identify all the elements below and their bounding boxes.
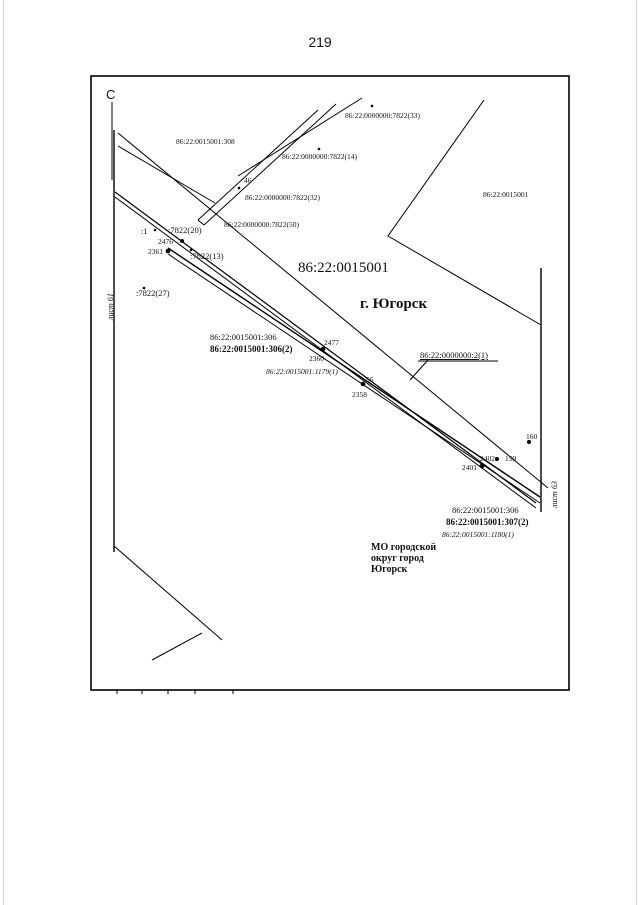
point-label-2361: 2361 bbox=[148, 247, 163, 256]
parcel-label-306-mid: 86:22:0015001:306 bbox=[210, 332, 277, 342]
point-label-159: 159 bbox=[505, 454, 517, 463]
point-label-56: 56 bbox=[366, 375, 374, 384]
page-number: 219 bbox=[308, 34, 332, 50]
point-2358-marker bbox=[360, 381, 366, 387]
parcel-label-colon1: :1 bbox=[141, 226, 148, 236]
road-boundary-lower-b bbox=[114, 196, 537, 509]
city-label: г. Югорск bbox=[360, 296, 428, 312]
road-label-leader bbox=[409, 359, 429, 381]
parcel-dot-14 bbox=[317, 147, 321, 151]
pipeline-line-a bbox=[167, 247, 541, 498]
point-markers bbox=[142, 104, 531, 469]
point-label-2360: 2360 bbox=[309, 354, 324, 363]
parcel-label-7822-27: :7822(27) bbox=[136, 288, 170, 298]
parcel-dot-13 bbox=[189, 248, 193, 252]
lower-left-fragment bbox=[151, 632, 203, 661]
parcel-label-306-low: 86:22:0015001:306 bbox=[452, 505, 519, 515]
road-boundary-upper bbox=[117, 132, 549, 489]
sheet-label-right: лист 63 bbox=[550, 481, 559, 508]
main-quarter-label: 86:22:0015001 bbox=[298, 260, 389, 276]
municipality-line-1: МО городской bbox=[371, 542, 437, 553]
parcel-label-306-2: 86:22:0015001:306(2) bbox=[210, 344, 293, 354]
parcel-dot-33 bbox=[370, 104, 374, 108]
branch-road-c bbox=[237, 97, 363, 177]
parcel-label-7822-13: :7822(13) bbox=[190, 251, 224, 261]
point-label-2476: 2476 bbox=[158, 237, 173, 246]
scan-edge-right bbox=[636, 0, 637, 905]
parcel-label-quarter-right: 86:22:0015001 bbox=[483, 190, 529, 199]
municipality-line-2: округ город bbox=[371, 553, 424, 564]
road-parcel-label: 86:22:0000000:2(1) bbox=[420, 350, 488, 360]
point-159-marker bbox=[495, 457, 499, 461]
point-2401-marker bbox=[479, 463, 485, 469]
branch-road-b bbox=[203, 103, 337, 226]
point-2477-marker bbox=[320, 346, 326, 352]
point-label-2401: 2401 bbox=[462, 463, 477, 472]
road-boundary-lower-a bbox=[114, 191, 537, 504]
quarter-boundary-right bbox=[387, 99, 542, 326]
parcel-label-7822-20: :7822(20) bbox=[168, 225, 202, 235]
parcel-label-7822-33: 86:22:0000000:7822(33) bbox=[345, 111, 420, 120]
point-label-46: 46 bbox=[244, 176, 252, 185]
parcel-label-1180-1: 86:22:0015001:1180(1) bbox=[442, 530, 514, 539]
parcel-label-307-2: 86:22:0015001:307(2) bbox=[446, 517, 529, 527]
point-2361-marker bbox=[165, 248, 171, 254]
parcel-label-1179-1: 86:22:0015001:1179(1) bbox=[266, 367, 338, 376]
scan-edge-left bbox=[3, 0, 4, 905]
municipality-line-3: Югорск bbox=[371, 564, 408, 575]
point-label-2358: 2358 bbox=[352, 390, 367, 399]
parcel-dot-27 bbox=[142, 286, 146, 290]
sheet-label-left: лист 61 bbox=[106, 293, 115, 320]
parcel-label-7822-14: 86:22:0000000:7822(14) bbox=[282, 152, 357, 161]
point-2476-marker bbox=[180, 239, 184, 243]
branch-road-a bbox=[197, 109, 319, 221]
north-marker: С bbox=[106, 87, 116, 102]
pipeline-line-b bbox=[167, 253, 541, 504]
road-boundary-upper-2 bbox=[117, 145, 216, 204]
parcel-dot-20 bbox=[153, 228, 157, 232]
parcel-label-7822-32: 86:22:0000000:7822(32) bbox=[245, 193, 320, 202]
point-label-2477: 2477 bbox=[324, 338, 339, 347]
point-label-2402: 2402 bbox=[480, 454, 495, 463]
branch-road-end bbox=[197, 219, 205, 226]
map-border bbox=[90, 75, 570, 691]
point-label-160: 160 bbox=[526, 432, 538, 441]
parcel-label-7822-50: 86:22:0000000:7822(50) bbox=[224, 220, 299, 229]
parcel-dot-32 bbox=[237, 186, 241, 190]
lower-left-boundary bbox=[113, 545, 223, 641]
point-160-marker bbox=[527, 440, 531, 444]
parcel-label-308: 86:22:0015001:308 bbox=[176, 137, 235, 146]
bottom-scale-ticks bbox=[116, 690, 234, 694]
